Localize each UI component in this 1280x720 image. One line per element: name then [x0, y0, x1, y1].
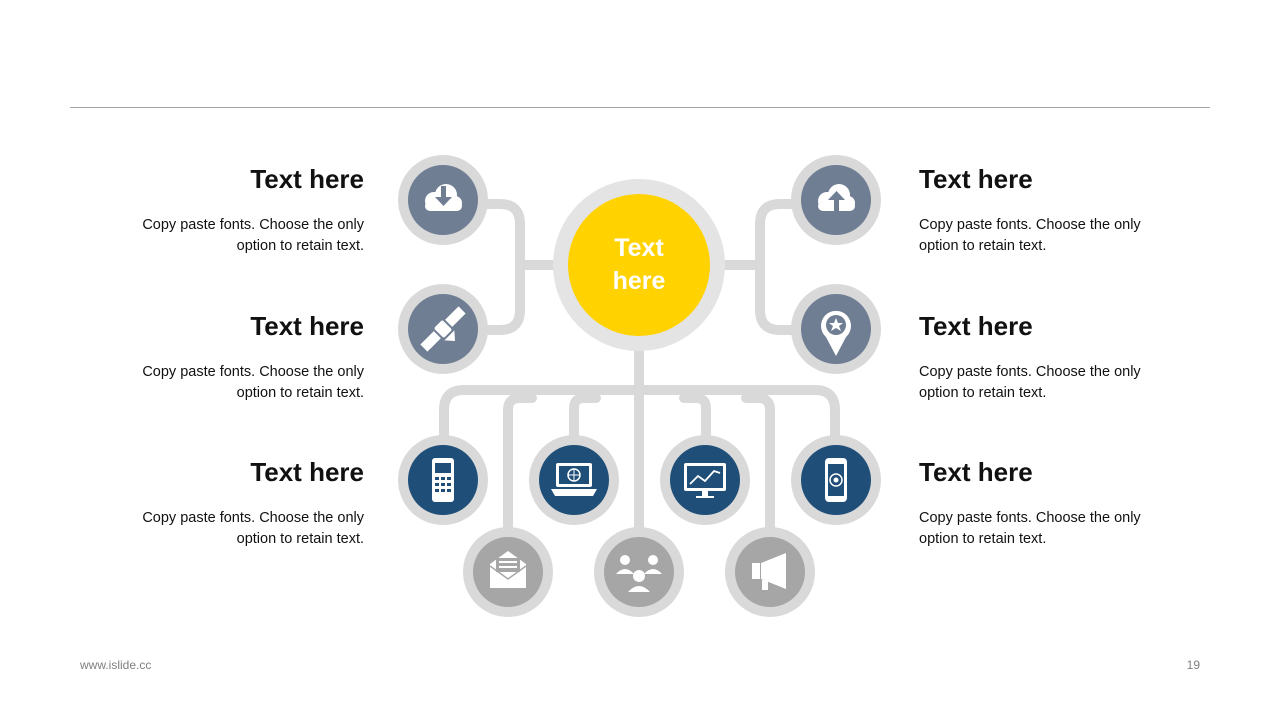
cloud-upload-icon — [791, 155, 881, 245]
connector-branch-bar — [439, 385, 840, 443]
envelope-icon — [463, 527, 553, 617]
block-body: Copy paste fonts. Choose the only option… — [142, 217, 364, 254]
block-title: Text here — [250, 164, 364, 194]
text-block-top-right: Text here Copy paste fonts. Choose the o… — [919, 164, 1159, 257]
block-body: Copy paste fonts. Choose the only option… — [919, 217, 1141, 254]
top-divider — [70, 107, 1210, 108]
text-block-mid-right: Text here Copy paste fonts. Choose the o… — [919, 311, 1159, 404]
connector-left-bracket — [480, 199, 525, 335]
block-body: Copy paste fonts. Choose the only option… — [919, 510, 1141, 547]
connector-megaphone — [741, 393, 775, 537]
connector-right-bracket — [755, 199, 800, 335]
map-pin-star-icon — [791, 284, 881, 374]
text-block-bottom-right: Text here Copy paste fonts. Choose the o… — [919, 457, 1159, 550]
people-group-icon — [594, 527, 684, 617]
text-block-bottom-left: Text here Copy paste fonts. Choose the o… — [124, 457, 364, 550]
monitor-chart-icon — [660, 435, 750, 525]
block-title: Text here — [919, 164, 1033, 194]
text-block-top-left: Text here Copy paste fonts. Choose the o… — [124, 164, 364, 257]
website-link[interactable]: www.islide.cc — [80, 658, 152, 672]
block-title: Text here — [919, 311, 1033, 341]
mobile-phone-icon — [398, 435, 488, 525]
connector-laptop — [569, 393, 601, 443]
laptop-globe-icon — [529, 435, 619, 525]
cloud-download-icon — [398, 155, 488, 245]
block-title: Text here — [250, 457, 364, 487]
center-hub — [568, 194, 710, 336]
block-body: Copy paste fonts. Choose the only option… — [919, 364, 1141, 401]
block-body: Copy paste fonts. Choose the only option… — [142, 364, 364, 401]
center-label: Text here — [612, 234, 666, 295]
block-body: Copy paste fonts. Choose the only option… — [142, 510, 364, 547]
text-block-mid-left: Text here Copy paste fonts. Choose the o… — [124, 311, 364, 404]
connector-monitor — [679, 393, 711, 443]
block-title: Text here — [919, 457, 1033, 487]
smartphone-target-icon — [791, 435, 881, 525]
satellite-icon — [398, 284, 488, 374]
connector-envelope — [503, 393, 537, 537]
connector-lines — [439, 199, 840, 537]
block-title: Text here — [250, 311, 364, 341]
megaphone-icon — [725, 527, 815, 617]
page-number: 19 — [1186, 658, 1200, 672]
